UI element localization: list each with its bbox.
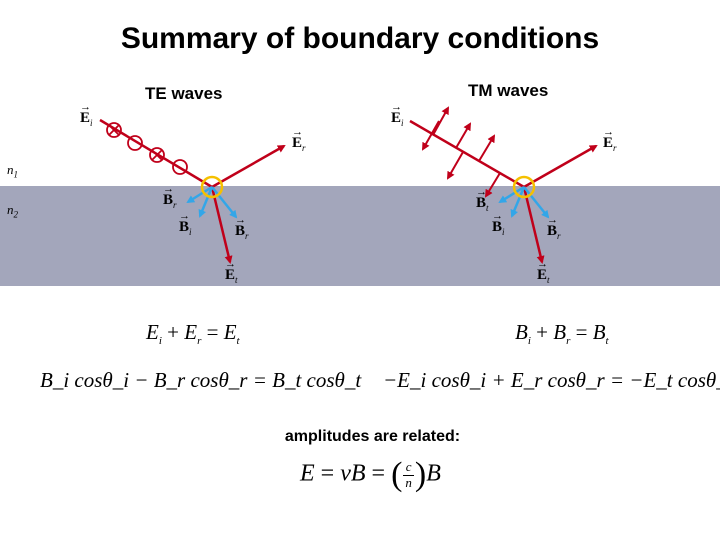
tm-label-e-incident: →Ei <box>391 101 404 128</box>
te-e-out-of-page-marker <box>172 159 188 175</box>
te-label-b-reflected: →Br <box>163 183 177 210</box>
tm-incident-ray <box>409 119 525 189</box>
te-label-e-transmitted: →Et <box>225 258 238 285</box>
tm-b-reflected-arrow <box>498 185 525 204</box>
medium-n2-region <box>0 186 720 286</box>
n2-label: n2 <box>7 202 18 220</box>
te-b-transmitted-arrow <box>211 186 238 219</box>
tm-transmitted-ray <box>522 186 545 264</box>
tm-diagram <box>409 106 598 264</box>
tm-e-field-arrow <box>432 106 449 136</box>
te-e-out-of-page-marker <box>127 135 143 151</box>
tm-e-field-arrow <box>478 134 496 162</box>
tm-e-field-arrow <box>484 172 501 198</box>
tm-interface-marker <box>512 175 536 199</box>
te-e-into-page-marker <box>106 122 122 138</box>
amplitudes-label: amplitudes are related: <box>284 428 461 445</box>
tm-reflected-ray <box>523 144 598 189</box>
te-waves-label: TE waves <box>145 84 223 103</box>
page-title: Summary of boundary conditions <box>120 22 600 55</box>
tm-label-b-transmitted: →Br <box>547 214 561 241</box>
te-b-reflected-arrow <box>186 185 213 204</box>
tm-e-field-arrow <box>455 122 472 149</box>
tm-label-e-reflected: →Er <box>603 126 617 153</box>
te-label-e-reflected: →Er <box>292 126 306 153</box>
te-interface-marker <box>200 175 224 199</box>
te-label-e-incident: →Ei <box>80 101 93 128</box>
te-equation-1: Ei + Er = Et <box>146 320 240 348</box>
tm-label-e-transmitted: →Et <box>537 258 550 285</box>
te-label-b-incident: →Bi <box>179 210 192 237</box>
te-diagram <box>99 118 286 264</box>
tm-equation-1: Bi + Br = Bt <box>515 320 609 348</box>
tm-b-transmitted-arrow <box>523 186 550 219</box>
tm-b-incident-arrow <box>510 186 526 218</box>
tm-e-field-arrow <box>422 120 440 151</box>
tm-label-b-reflected: →Bt <box>476 186 489 213</box>
te-equation-2: B_i cosθ_i − B_r cosθ_r = B_t cosθ_t <box>40 368 362 392</box>
te-e-into-page-marker <box>149 147 165 163</box>
tm-equation-2: −E_i cosθ_i + E_r cosθ_r = −E_t cosθ_t <box>383 368 720 392</box>
tm-label-b-incident: →Bi <box>492 210 505 237</box>
tm-waves-label: TM waves <box>468 81 549 100</box>
te-label-b-transmitted: →Br <box>235 214 249 241</box>
tm-e-field-arrow <box>447 151 464 180</box>
te-b-incident-arrow <box>198 186 214 218</box>
te-transmitted-ray <box>210 186 233 264</box>
te-reflected-ray <box>211 144 286 189</box>
n1-label: n1 <box>7 162 18 180</box>
